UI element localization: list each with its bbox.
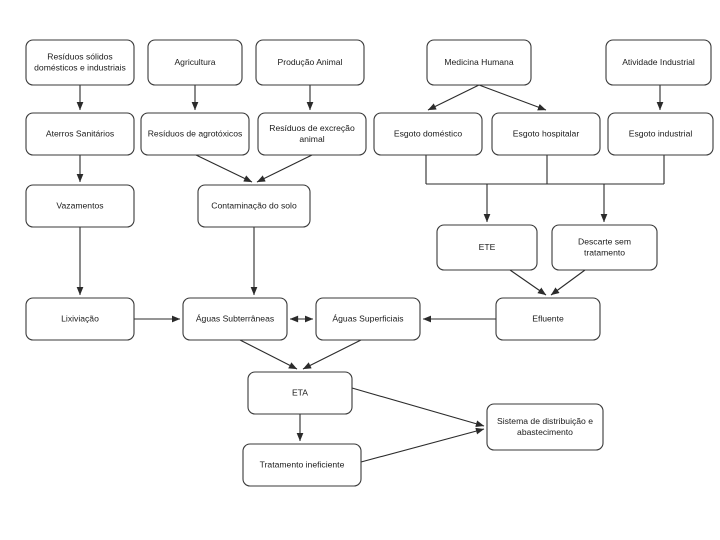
node-label-sistema_distribuicao: Sistema de distribuição e	[497, 416, 593, 426]
edge-ete-to-efluente	[509, 269, 547, 296]
node-box-sistema_distribuicao[interactable]	[486, 403, 604, 451]
edge-aguas_subterraneas-to-eta	[239, 339, 298, 370]
node-label-aguas_superficiais: Águas Superficiais	[332, 313, 403, 323]
edge-residuos_agrotoxicos-to-contaminacao_solo	[195, 154, 253, 183]
node-label-aterros_sanitarios: Aterros Sanitários	[46, 128, 114, 138]
node-label-sistema_distribuicao: abastecimento	[517, 427, 573, 437]
node-label-producao_animal: Produção Animal	[278, 57, 343, 67]
edge-layer	[76, 84, 665, 463]
node-label-residuos_solidos: domésticos e industriais	[34, 62, 126, 72]
node-box-descarte_sem_tratamento[interactable]	[551, 224, 658, 271]
node-box-contaminacao_solo[interactable]	[197, 184, 311, 228]
node-box-esgoto_domestico[interactable]	[373, 112, 483, 156]
node-box-residuos_solidos[interactable]	[25, 39, 135, 86]
edge-descarte_sem_tratamento-to-efluente	[550, 269, 586, 296]
node-producao_animal[interactable]: Produção Animal	[255, 39, 365, 86]
node-esgoto_domestico[interactable]: Esgoto doméstico	[373, 112, 483, 156]
node-label-ete: ETE	[479, 242, 496, 252]
edge-eta-to-sistema_distribuicao	[351, 387, 485, 428]
node-box-agricultura[interactable]	[147, 39, 243, 86]
node-label-efluente: Efluente	[532, 313, 564, 323]
node-label-residuos_solidos: Resíduos sólidos	[47, 51, 112, 61]
node-label-atividade_industrial: Atividade Industrial	[622, 57, 695, 67]
node-box-atividade_industrial[interactable]	[605, 39, 712, 86]
node-tratamento_ineficiente[interactable]: Tratamento ineficiente	[242, 443, 362, 487]
node-label-eta: ETA	[292, 387, 308, 397]
node-label-descarte_sem_tratamento: Descarte sem	[578, 236, 631, 246]
node-box-producao_animal[interactable]	[255, 39, 365, 86]
node-label-contaminacao_solo: Contaminação do solo	[211, 200, 297, 210]
node-label-descarte_sem_tratamento: tratamento	[584, 247, 625, 257]
node-box-aterros_sanitarios[interactable]	[25, 112, 135, 156]
node-label-agricultura: Agricultura	[174, 57, 215, 67]
node-box-medicina_humana[interactable]	[426, 39, 532, 86]
node-box-vazamentos[interactable]	[25, 184, 135, 228]
node-label-aguas_subterraneas: Águas Subterrâneas	[196, 313, 274, 323]
node-label-esgoto_hospitalar: Esgoto hospitalar	[513, 128, 580, 138]
edge-tratamento_ineficiente-to-sistema_distribuicao	[360, 427, 485, 463]
node-label-medicina_humana: Medicina Humana	[444, 57, 513, 67]
node-eta[interactable]: ETA	[247, 371, 353, 415]
node-aguas_superficiais[interactable]: Águas Superficiais	[315, 297, 421, 341]
node-label-tratamento_ineficiente: Tratamento ineficiente	[260, 459, 345, 469]
node-label-lixiviacao: Lixiviação	[61, 313, 99, 323]
node-box-esgoto_industrial[interactable]	[607, 112, 714, 156]
node-box-ete[interactable]	[436, 224, 538, 271]
node-ete[interactable]: ETE	[436, 224, 538, 271]
edge-residuos_excrecao-to-contaminacao_solo	[256, 154, 313, 183]
node-aguas_subterraneas[interactable]: Águas Subterrâneas	[182, 297, 288, 341]
node-label-vazamentos: Vazamentos	[56, 200, 103, 210]
node-residuos_agrotoxicos[interactable]: Resíduos de agrotóxicos	[140, 112, 250, 156]
node-box-aguas_subterraneas[interactable]	[182, 297, 288, 341]
edge-medicina_humana-to-esgoto_hospitalar	[478, 84, 547, 111]
node-medicina_humana[interactable]: Medicina Humana	[426, 39, 532, 86]
node-efluente[interactable]: Efluente	[495, 297, 601, 341]
node-box-esgoto_hospitalar[interactable]	[491, 112, 601, 156]
node-atividade_industrial[interactable]: Atividade Industrial	[605, 39, 712, 86]
node-vazamentos[interactable]: Vazamentos	[25, 184, 135, 228]
node-label-esgoto_industrial: Esgoto industrial	[629, 128, 693, 138]
node-box-residuos_agrotoxicos[interactable]	[140, 112, 250, 156]
edge-aguas_superficiais-to-eta	[302, 339, 362, 370]
node-label-residuos_agrotoxicos: Resíduos de agrotóxicos	[148, 128, 243, 138]
node-box-eta[interactable]	[247, 371, 353, 415]
node-box-aguas_superficiais[interactable]	[315, 297, 421, 341]
node-esgoto_industrial[interactable]: Esgoto industrial	[607, 112, 714, 156]
node-box-tratamento_ineficiente[interactable]	[242, 443, 362, 487]
node-esgoto_hospitalar[interactable]: Esgoto hospitalar	[491, 112, 601, 156]
edge-medicina_humana-to-esgoto_domestico	[427, 84, 480, 111]
node-label-residuos_excrecao: Resíduos de excreção	[269, 123, 355, 133]
node-box-residuos_excrecao[interactable]	[257, 112, 367, 156]
node-aterros_sanitarios[interactable]: Aterros Sanitários	[25, 112, 135, 156]
node-label-esgoto_domestico: Esgoto doméstico	[394, 128, 463, 138]
node-box-lixiviacao[interactable]	[25, 297, 135, 341]
node-contaminacao_solo[interactable]: Contaminação do solo	[197, 184, 311, 228]
node-label-residuos_excrecao: animal	[299, 134, 324, 144]
node-lixiviacao[interactable]: Lixiviação	[25, 297, 135, 341]
node-box-efluente[interactable]	[495, 297, 601, 341]
node-agricultura[interactable]: Agricultura	[147, 39, 243, 86]
